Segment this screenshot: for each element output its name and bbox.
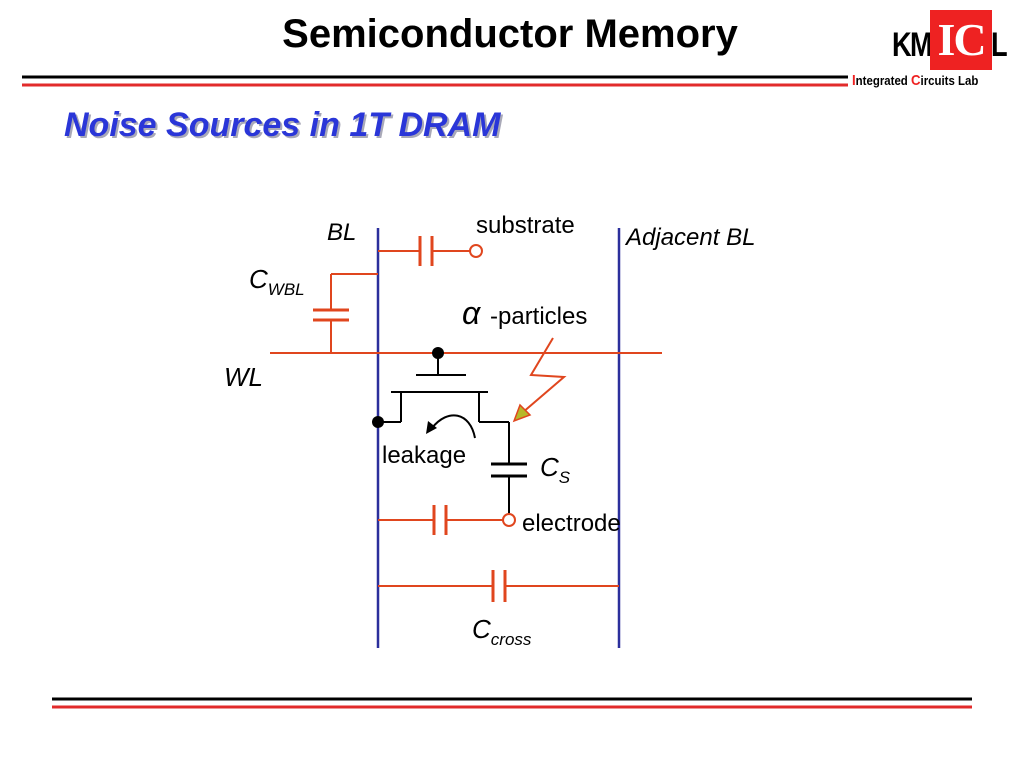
electrode-terminal [502, 513, 516, 527]
slide-subtitle: Noise Sources in 1T DRAM [64, 106, 501, 144]
bl-label: BL [327, 219, 356, 246]
substrate-label: substrate [476, 212, 575, 239]
cwbl-capacitor [313, 273, 378, 353]
logo-lab-text: Integrated Circuits Lab [852, 72, 979, 89]
logo-l-text: L [991, 26, 1008, 64]
leakage-arrow-icon [426, 414, 476, 439]
wordline-junction [432, 347, 444, 359]
leakage-label: leakage [382, 442, 466, 469]
storage-capacitor [491, 462, 527, 514]
logo-ic-box: IC [930, 10, 992, 70]
alpha-particle-lightning-icon [512, 337, 567, 423]
footer-rules [52, 697, 972, 709]
wl-label: WL [224, 362, 263, 392]
bitline-junction [372, 416, 384, 428]
cs-label: CS [540, 452, 571, 487]
substrate-capacitor [378, 236, 483, 266]
electrode-capacitor [378, 505, 516, 535]
substrate-terminal [469, 244, 483, 258]
cwbl-label: CWBL [249, 264, 305, 299]
kmicl-logo: KM IC L Integrated Circuits Lab [850, 6, 1010, 92]
adjacent-bl-label: Adjacent BL [624, 224, 755, 251]
header-rules [22, 75, 848, 87]
ccross-label: Ccross [472, 614, 532, 649]
alpha-symbol: α [462, 295, 481, 331]
particles-label: -particles [490, 303, 587, 330]
ccross-capacitor [378, 570, 619, 602]
page-title: Semiconductor Memory [282, 12, 738, 56]
electrode-label: electrode [522, 510, 621, 537]
logo-km-text: KM [892, 26, 933, 64]
